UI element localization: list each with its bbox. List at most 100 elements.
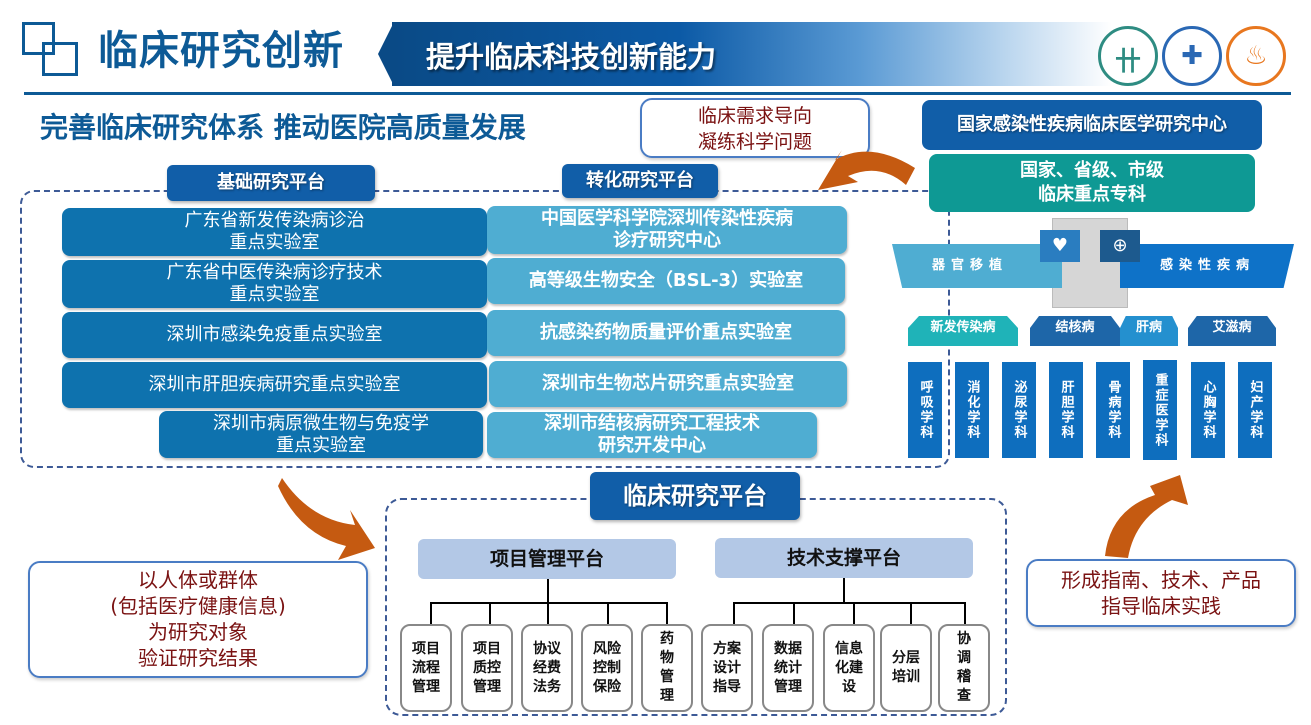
banner-notch bbox=[378, 22, 394, 86]
header-logo-squares-icon bbox=[22, 22, 80, 78]
translational-lab-item: 高等级生物安全（BSL-3）实验室 bbox=[487, 258, 845, 304]
department-column: 骨病学科 bbox=[1096, 362, 1130, 458]
management-item: 项目质控管理 bbox=[461, 624, 513, 712]
technical-item-label: 数据统计管理 bbox=[774, 640, 802, 695]
band-infectious-disease bbox=[1120, 244, 1294, 288]
callout-line: 形成指南、技术、产品 bbox=[1061, 568, 1261, 592]
translational-lab-label: 深圳市生物芯片研究重点实验室 bbox=[542, 373, 794, 394]
tree-line bbox=[547, 579, 549, 602]
header-divider bbox=[24, 92, 1291, 95]
medical-plus-icon: ⊕ bbox=[1100, 230, 1140, 262]
arrow-to-need bbox=[818, 150, 915, 190]
disease-tab: 肝病 bbox=[1120, 316, 1178, 346]
management-platform-label: 项目管理平台 bbox=[418, 539, 676, 579]
tree-line bbox=[853, 602, 855, 624]
tree-line bbox=[547, 602, 549, 624]
callout-clinical-need: 临床需求导向 凝练科学问题 bbox=[640, 98, 870, 158]
arrow-to-clinical bbox=[278, 478, 375, 560]
university-logo-sustech-icon: ♨ bbox=[1226, 26, 1286, 86]
translational-lab-item: 深圳市生物芯片研究重点实验室 bbox=[489, 361, 847, 407]
translational-lab-label: 高等级生物安全（BSL-3）实验室 bbox=[528, 270, 804, 291]
management-item-label: 项目质控管理 bbox=[473, 640, 501, 695]
technical-item: 数据统计管理 bbox=[762, 624, 814, 712]
management-item: 协议经费法务 bbox=[521, 624, 573, 712]
technical-item-label: 信息化建设 bbox=[835, 640, 863, 695]
translational-platform-label: 转化研究平台 bbox=[562, 164, 718, 198]
tree-line bbox=[793, 602, 795, 624]
tree-line bbox=[964, 602, 966, 624]
tree-line bbox=[733, 602, 965, 604]
callout-line: 为研究对象 bbox=[148, 620, 248, 644]
translational-lab-label: 抗感染药物质量评价重点实验室 bbox=[540, 322, 792, 343]
management-item-label: 协议经费法务 bbox=[533, 640, 561, 695]
tree-line bbox=[607, 602, 609, 624]
department-column: 消化学科 bbox=[955, 362, 989, 458]
translational-lab-label: 中国医学科学院深圳传染性疾病 诊疗研究中心 bbox=[541, 208, 793, 251]
department-column: 重症医学科 bbox=[1143, 360, 1177, 460]
translational-lab-item: 抗感染药物质量评价重点实验室 bbox=[487, 310, 845, 356]
management-item-label: 项目流程管理 bbox=[412, 640, 440, 695]
key-specialty-box: 国家、省级、市级 临床重点专科 bbox=[929, 154, 1255, 212]
basic-platform-label: 基础研究平台 bbox=[167, 165, 375, 201]
callout-line: 指导临床实践 bbox=[1101, 594, 1221, 618]
banner bbox=[392, 22, 1112, 86]
technical-platform-label: 技术支撑平台 bbox=[715, 538, 973, 578]
callout-research-result: 形成指南、技术、产品 指导临床实践 bbox=[1026, 559, 1296, 627]
clinical-platform-label: 临床研究平台 bbox=[590, 472, 800, 520]
key-specialty-line: 国家、省级、市级 bbox=[1020, 160, 1164, 181]
arrow-to-national bbox=[1105, 475, 1188, 558]
basic-lab-label: 深圳市病原微生物与免疫学 重点实验室 bbox=[213, 412, 429, 456]
tree-line bbox=[910, 602, 912, 624]
band-organ-transplant-label: 器官移植 bbox=[932, 258, 1009, 273]
technical-item: 协调稽查 bbox=[938, 624, 990, 712]
disease-tab: 结核病 bbox=[1030, 316, 1120, 346]
tree-line bbox=[666, 602, 668, 624]
department-column: 妇产学科 bbox=[1238, 362, 1272, 458]
subtitle: 完善临床研究体系 推动医院高质量发展 bbox=[40, 111, 526, 144]
translational-lab-item: 深圳市结核病研究工程技术 研究开发中心 bbox=[487, 412, 817, 458]
department-column: 心胸学科 bbox=[1191, 362, 1225, 458]
department-column: 泌尿学科 bbox=[1002, 362, 1036, 458]
disease-tab: 艾滋病 bbox=[1188, 316, 1276, 346]
page-title: 临床研究创新 bbox=[98, 28, 344, 74]
banner-title: 提升临床科技创新能力 bbox=[426, 40, 717, 74]
disease-tab: 新发传染病 bbox=[908, 316, 1018, 346]
tree-line bbox=[733, 602, 735, 624]
technical-item-label: 协调稽查 bbox=[957, 631, 971, 704]
basic-lab-item: 广东省新发传染病诊治 重点实验室 bbox=[62, 208, 487, 256]
basic-lab-label: 深圳市肝胆疾病研究重点实验室 bbox=[148, 374, 401, 395]
basic-lab-item: 广东省中医传染病诊疗技术 重点实验室 bbox=[62, 260, 487, 308]
technical-item-label: 方案设计指导 bbox=[713, 640, 741, 695]
tree-line bbox=[430, 602, 432, 624]
management-item: 药物管理 bbox=[641, 624, 693, 712]
tree-line bbox=[843, 578, 845, 602]
basic-lab-label: 深圳市感染免疫重点实验室 bbox=[166, 324, 383, 345]
technical-item: 信息化建设 bbox=[823, 624, 875, 712]
translational-lab-item: 中国医学科学院深圳传染性疾病 诊疗研究中心 bbox=[487, 206, 847, 254]
band-infectious-disease-label: 感染性疾病 bbox=[1160, 258, 1256, 273]
heart-pulse-icon: ♥ bbox=[1040, 230, 1080, 262]
basic-lab-item: 深圳市肝胆疾病研究重点实验室 bbox=[62, 362, 487, 408]
callout-line: (包括医疗健康信息) bbox=[110, 594, 286, 618]
management-item: 项目流程管理 bbox=[400, 624, 452, 712]
national-center-title: 国家感染性疾病临床医学研究中心 bbox=[922, 100, 1262, 150]
hospital-logo-green-icon: 卄 bbox=[1098, 26, 1158, 86]
callout-line: 验证研究结果 bbox=[138, 646, 258, 670]
callout-line: 临床需求导向 bbox=[697, 105, 812, 127]
hospital-logo-third-peoples-icon: ✚ bbox=[1162, 26, 1222, 86]
basic-lab-item: 深圳市感染免疫重点实验室 bbox=[62, 312, 487, 358]
technical-item-label: 分层培训 bbox=[892, 650, 920, 685]
callout-line: 以人体或群体 bbox=[138, 568, 258, 592]
basic-lab-label: 广东省新发传染病诊治 重点实验室 bbox=[184, 210, 365, 253]
department-column: 肝胆学科 bbox=[1049, 362, 1083, 458]
management-item-label: 药物管理 bbox=[660, 631, 674, 704]
basic-lab-label: 广东省中医传染病诊疗技术 重点实验室 bbox=[166, 262, 383, 305]
technical-item: 分层培训 bbox=[880, 624, 932, 712]
band-organ-transplant bbox=[892, 244, 1062, 288]
management-item-label: 风险控制保险 bbox=[593, 640, 621, 695]
translational-lab-label: 深圳市结核病研究工程技术 研究开发中心 bbox=[544, 413, 760, 456]
basic-lab-item: 深圳市病原微生物与免疫学 重点实验室 bbox=[159, 411, 483, 458]
tree-line bbox=[489, 602, 491, 624]
management-item: 风险控制保险 bbox=[581, 624, 633, 712]
